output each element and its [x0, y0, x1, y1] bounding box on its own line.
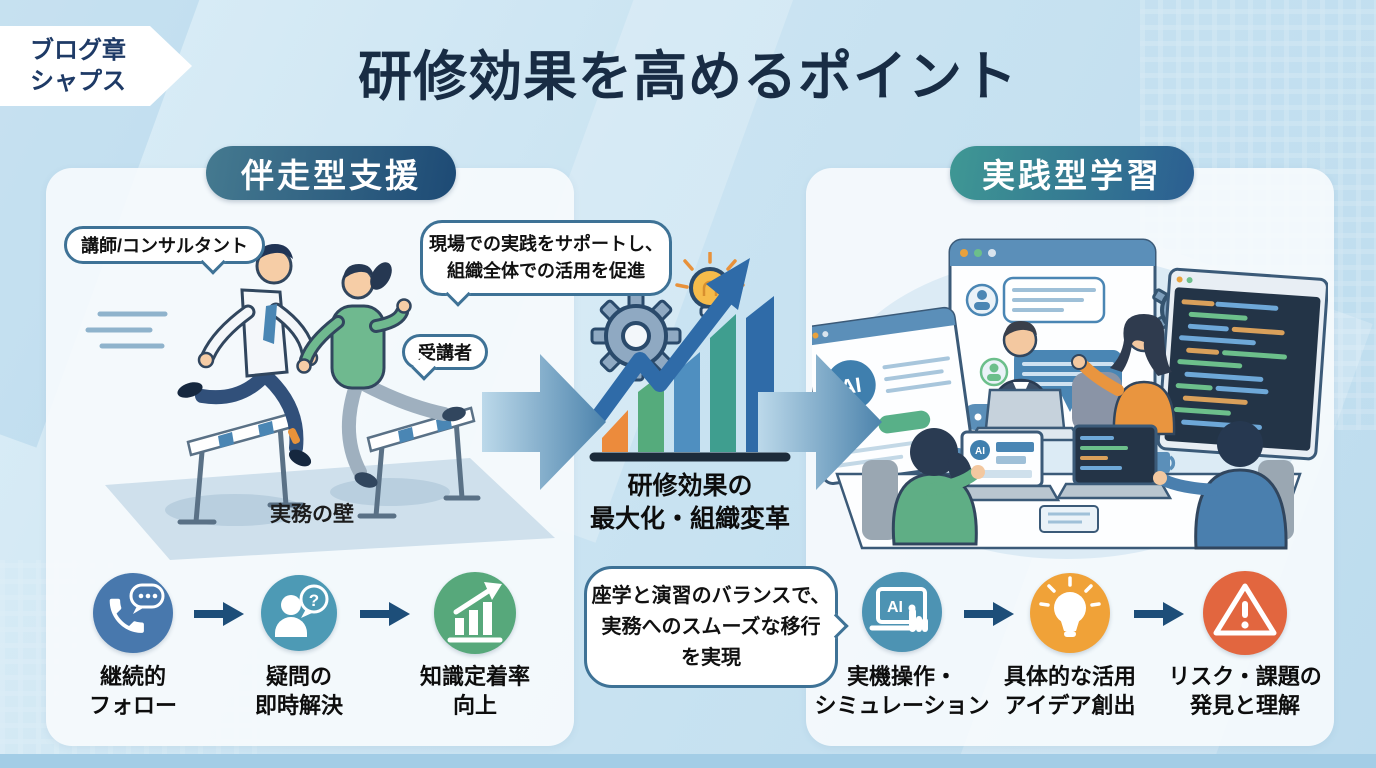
balance-bubble: 座学と演習のバランスで、 実務へのスムーズな移行 を実現: [584, 566, 849, 688]
svg-text:AI: AI: [975, 446, 985, 457]
hurdle-icon: [177, 411, 305, 525]
badge-line2: シャプス: [30, 68, 126, 95]
right-section-header: 実践型学習: [950, 146, 1194, 200]
knowledge-retention-circle: [434, 572, 516, 654]
svg-text:AI: AI: [887, 599, 903, 616]
flow-arrow-left-icon: [482, 354, 606, 490]
risk-circle: [1203, 571, 1287, 655]
result-text: 研修効果の 最大化・組織変革: [589, 472, 790, 533]
step-label: 具体的な活用 アイデア創出: [1003, 664, 1136, 718]
runners-illustration: [85, 244, 555, 560]
speed-lines-icon: [85, 311, 168, 349]
trainee-runner: [296, 262, 466, 488]
step-label: 継続的 フォロー: [88, 664, 177, 718]
gear-icon: [590, 290, 682, 382]
svg-text:?: ?: [309, 591, 319, 610]
step-arrow-icon: [964, 602, 1014, 626]
step-arrow-icon: [194, 602, 244, 626]
flow-arrow-right-icon: [758, 354, 882, 490]
badge: ブログ章 シャプス: [0, 26, 192, 106]
lightbulb-icon: [1039, 576, 1101, 637]
person-blue: [1153, 421, 1294, 550]
page-title: 研修効果を高めるポイント: [358, 47, 1018, 107]
step-label: リスク・課題の 発見と理解: [1168, 664, 1322, 718]
step-arrow-icon: [1134, 602, 1184, 626]
step-label: 実機操作・ シミュレーション: [814, 664, 990, 718]
ai-practice-circle: AI: [862, 572, 942, 652]
support-bubble: 現場での実践をサポートし、 組織全体での活用を促進: [420, 220, 672, 307]
question-solve-circle: ?: [261, 575, 337, 651]
phone-chat-icon: [109, 583, 165, 633]
idea-circle: [1030, 573, 1110, 653]
warning-icon: [1213, 583, 1277, 636]
team-illustration: AI: [812, 238, 1328, 559]
growth-illustration: [588, 252, 791, 462]
hurdle-label: 実務の壁: [270, 503, 354, 526]
notebook-icon: [1039, 505, 1099, 533]
instructor-bubble: 講師/コンサルタント: [64, 226, 266, 275]
rising-arrow-icon: [588, 258, 750, 428]
ai-laptop-icon: AI: [869, 587, 928, 632]
step-label: 疑問の 即時解決: [254, 664, 343, 718]
step-label: 知識定着率 向上: [419, 664, 530, 718]
laptop-code-icon: [1055, 424, 1173, 500]
trainee-bubble: 受講者: [402, 334, 488, 381]
growth-chart-icon: [447, 582, 503, 643]
continuous-follow-circle: [93, 573, 173, 653]
person-orange: [1071, 314, 1176, 436]
left-section-header: 伴走型支援: [206, 146, 456, 200]
person-question-icon: ?: [275, 584, 329, 637]
footer-bar: [0, 754, 1376, 768]
step-arrow-icon: [360, 602, 410, 626]
person-green: [862, 428, 985, 546]
code-screen-icon: [1156, 267, 1328, 461]
badge-line1: ブログ章: [30, 36, 126, 64]
